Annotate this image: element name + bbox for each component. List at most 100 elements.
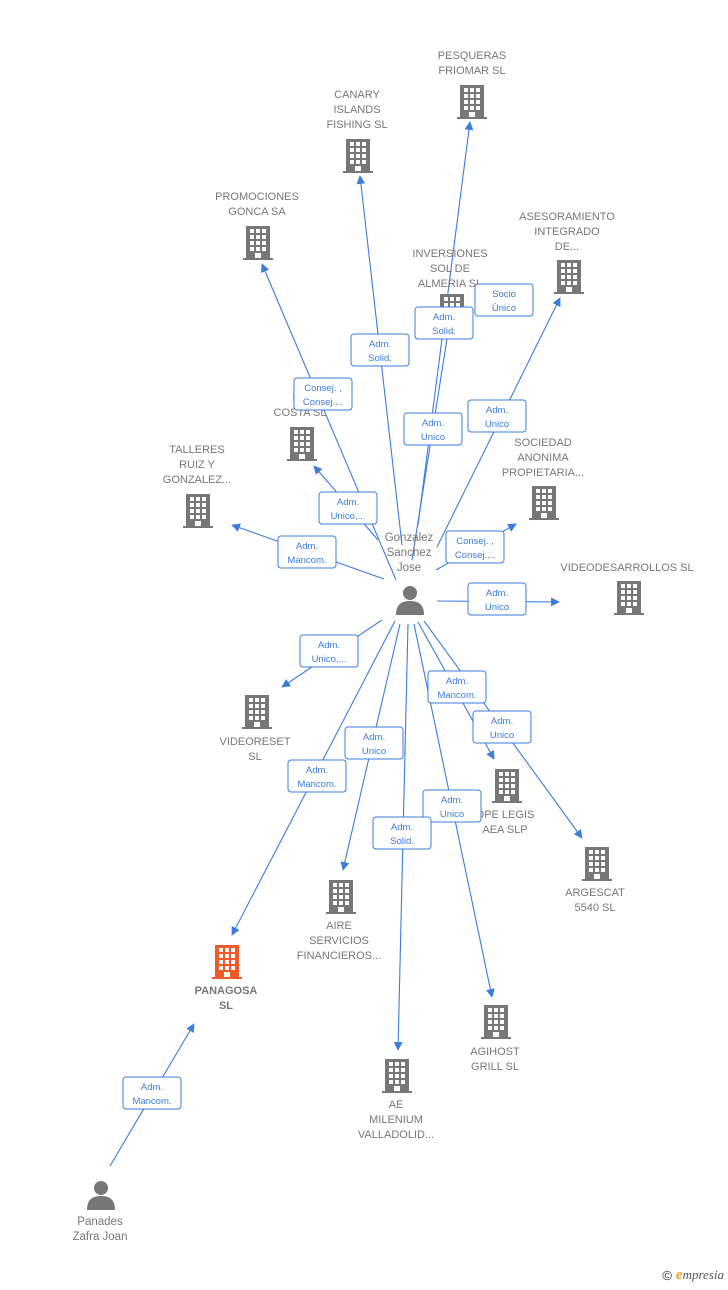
node-label-line: GONCA SA xyxy=(228,206,286,218)
node-label: VIDEODESARROLLOS SL xyxy=(560,562,693,574)
badge-box xyxy=(372,816,432,850)
node-label-line: GONZALEZ... xyxy=(163,474,231,486)
relation-badge-aire[interactable]: Adm. Unico xyxy=(344,726,404,760)
node-label-line: CANARY xyxy=(334,89,380,101)
relation-badge-panagosa-p[interactable]: Adm.Mancom. xyxy=(122,1076,182,1110)
relation-badge-argescat[interactable]: Adm.Unico xyxy=(472,710,532,744)
badge-label: Adm.Unico xyxy=(485,405,509,430)
relation-badge-promociones[interactable]: Consej. ,Consej.... xyxy=(293,377,353,411)
badge-label-line: Unico xyxy=(362,746,386,757)
badge-label-line: Unico,... xyxy=(312,654,347,665)
company-node-videodesarrollos[interactable]: VIDEODESARROLLOS SL xyxy=(560,562,694,615)
badge-label-line: Solid. xyxy=(390,836,414,847)
building-icon xyxy=(582,847,612,881)
badge-label: Adm.Mancom. xyxy=(297,765,336,790)
badge-label-line: Adm. xyxy=(369,339,391,350)
relation-badge-inversiones[interactable]: Adm.Unico xyxy=(403,412,463,446)
node-label-line: Sanchez xyxy=(387,547,432,559)
node-label-line: TALLERES xyxy=(169,444,224,456)
node-label-line: PESQUERAS xyxy=(438,50,506,62)
badge-label: Adm.Mancom. xyxy=(287,541,326,566)
badge-box xyxy=(427,670,487,704)
node-label-line: VIDEODESARROLLOS SL xyxy=(560,562,693,574)
relation-badge-canary[interactable]: Adm.Solid. xyxy=(350,333,410,367)
node-label-line: ISLANDS xyxy=(333,104,380,116)
brand-rest: mpresia xyxy=(682,1267,724,1282)
badge-label-line: Adm. xyxy=(337,497,359,508)
brand-initial: e xyxy=(675,1267,683,1283)
building-icon xyxy=(343,139,373,173)
badge-label-line: Adm. xyxy=(296,541,318,552)
badge-label-line: Unico xyxy=(490,730,514,741)
badge-label-line: Consej. , xyxy=(304,383,342,394)
badge-box xyxy=(299,634,359,668)
node-label-line: SOCIEDAD xyxy=(514,437,572,449)
relation-badge-sociedad[interactable]: Consej. ,Consej.... xyxy=(445,530,505,564)
badge-label: Adm.Solid. xyxy=(432,312,456,337)
relation-badge-aemilenium[interactable]: Adm.Solid. xyxy=(372,816,432,850)
empresia-logo: empresia xyxy=(676,1267,724,1284)
building-icon xyxy=(492,769,522,803)
node-label-line: PANAGOSA xyxy=(195,985,258,997)
badge-label-line: Consej. , xyxy=(456,536,494,547)
node-label-line: ARGESCAT xyxy=(565,887,625,899)
badge-label-line: Adm. xyxy=(446,676,468,687)
node-label-line: Panades xyxy=(77,1216,123,1228)
relation-badge-opelegis[interactable]: Adm.Mancom. xyxy=(427,670,487,704)
badge-label: Adm.Mancom. xyxy=(132,1082,171,1107)
building-icon xyxy=(481,1005,511,1039)
building-icon xyxy=(529,486,559,520)
relation-badge-asesoramiento[interactable]: Adm.Unico xyxy=(467,399,527,433)
relation-badge-videodesarrollos[interactable]: Adm.Unico xyxy=(467,582,527,616)
badge-label-line: Adm. xyxy=(363,732,385,743)
badge-label-line: Unico,... xyxy=(331,511,366,522)
node-label-line: SOL DE xyxy=(430,263,470,275)
badge-label: Adm.Solid. xyxy=(390,822,414,847)
badge-label: Adm.Unico xyxy=(421,418,445,443)
relation-badge-videoreset[interactable]: Adm.Unico,... xyxy=(299,634,359,668)
relation-badge-talleres[interactable]: Adm.Mancom. xyxy=(277,535,337,569)
badge-label: Adm.Unico xyxy=(490,716,514,741)
relation-badge-hecosta[interactable]: Adm. Unico,... xyxy=(318,491,378,525)
badge-box xyxy=(293,377,353,411)
node-label-line: AGIHOST xyxy=(470,1046,520,1058)
relation-badge-pesqueras[interactable]: Adm.Solid. xyxy=(414,306,474,340)
badge-label: Adm.Solid. xyxy=(368,339,392,364)
relation-badge-agihost[interactable]: Adm.Unico xyxy=(422,789,482,823)
badge-label-line: Unico xyxy=(421,432,445,443)
badge-label: Adm.Mancom. xyxy=(437,676,476,701)
building-icon xyxy=(614,581,644,615)
relation-badge-panagosa-g[interactable]: Adm.Mancom. xyxy=(287,759,347,793)
badge-label: Adm. Unico xyxy=(362,732,386,757)
badge-label-line: Adm. xyxy=(433,312,455,323)
badge-box xyxy=(414,306,474,340)
badge-box xyxy=(422,789,482,823)
